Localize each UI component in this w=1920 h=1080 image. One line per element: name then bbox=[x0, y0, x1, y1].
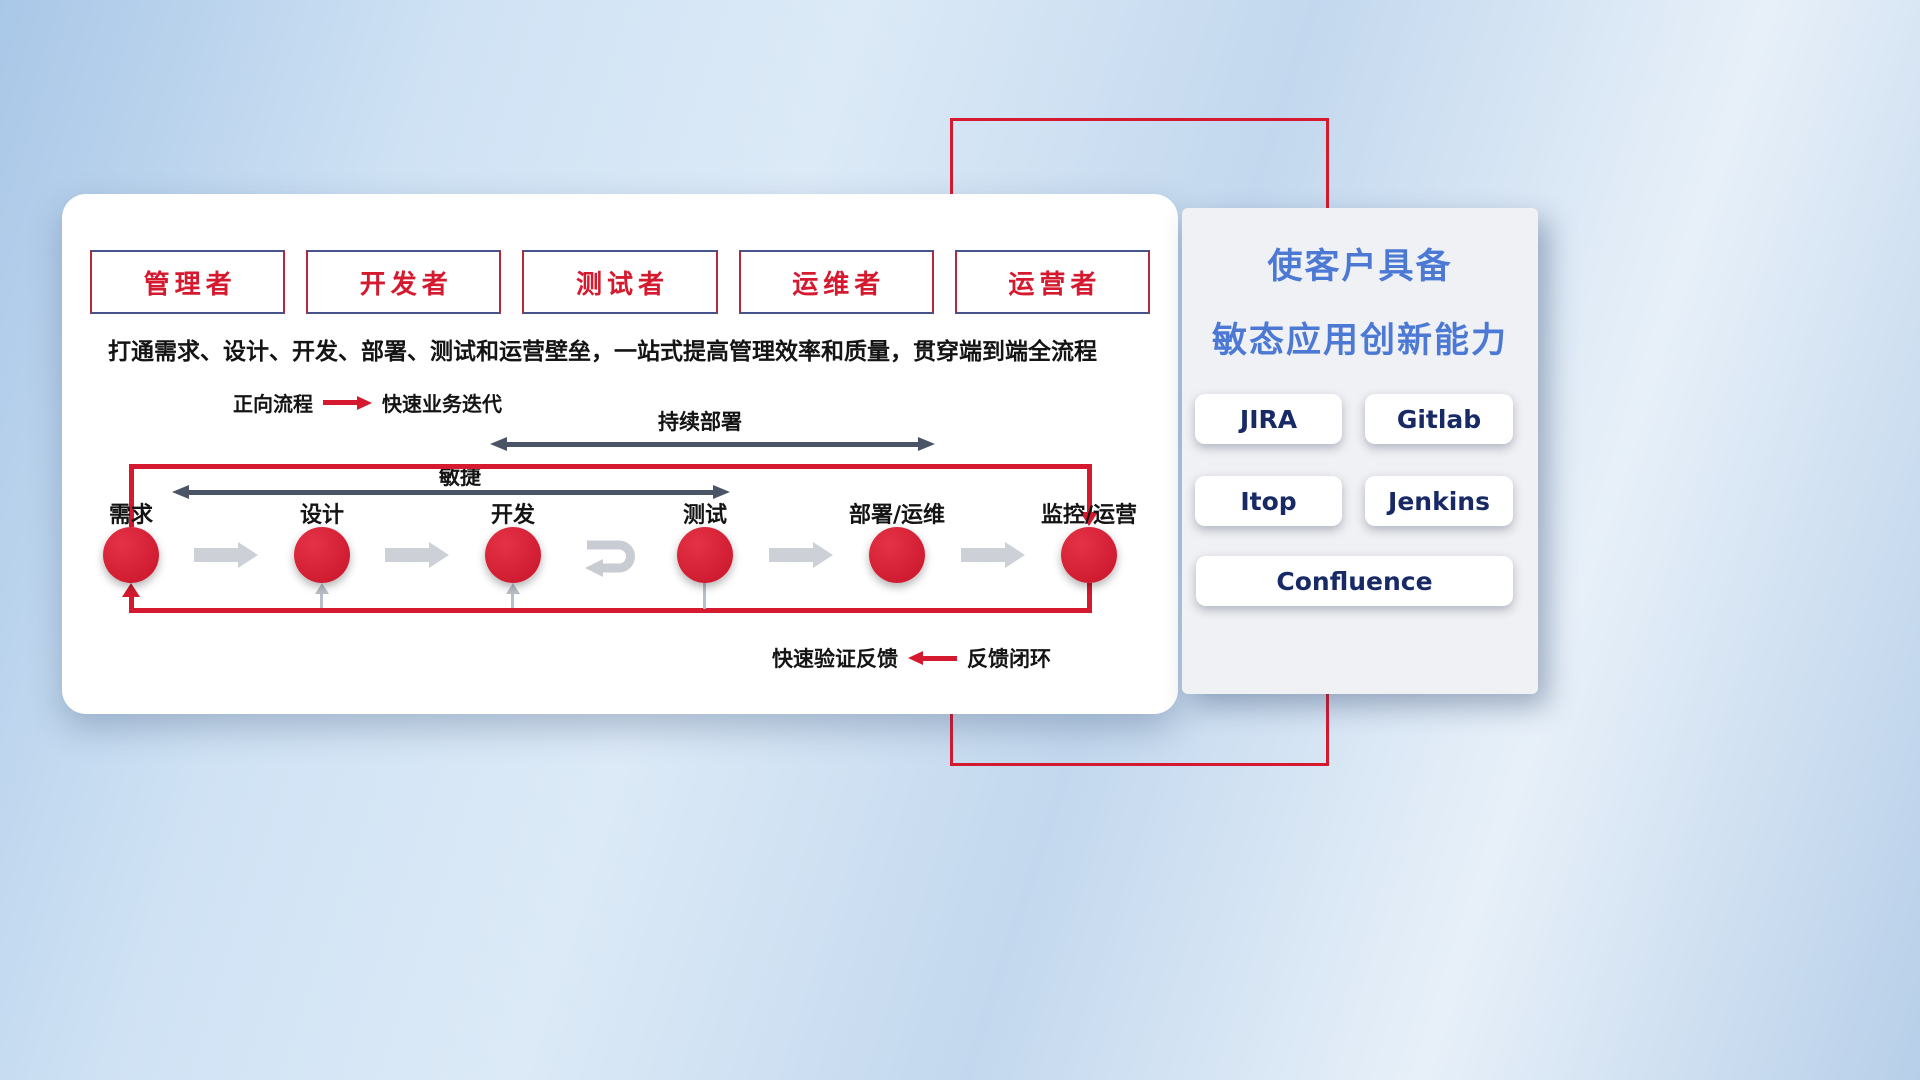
role-box-manager: 管理者 bbox=[90, 250, 286, 314]
stage-label-testing: 测试 bbox=[682, 503, 727, 528]
feedback-connector-dev-arrow-icon bbox=[506, 583, 520, 594]
panel-title-line2: 敏态应用创新能力 bbox=[1211, 321, 1508, 361]
stage-label-monitor-ops: 监控/运营 bbox=[1040, 503, 1138, 528]
feedback-loop-arrowhead-icon bbox=[122, 583, 140, 597]
stage-node-deploy-ops bbox=[869, 527, 925, 583]
tool-button-itop: Itop bbox=[1195, 476, 1342, 526]
forward-loop-right-line bbox=[1087, 464, 1092, 512]
stage-label-deploy-ops: 部署/运维 bbox=[848, 503, 946, 528]
forward-legend-desc: 快速业务迭代 bbox=[382, 392, 502, 416]
role-box-ops: 运维者 bbox=[738, 250, 934, 314]
forward-loop-left-line bbox=[129, 464, 134, 527]
forward-legend-label: 正向流程 bbox=[233, 392, 313, 416]
tool-button-confluence: Confluence bbox=[1196, 556, 1513, 606]
feedback-arrow-icon bbox=[908, 651, 957, 665]
cd-label: 持续部署 bbox=[658, 410, 742, 434]
feedback-legend-desc: 快速验证反馈 bbox=[772, 647, 898, 671]
role-box-developer: 开发者 bbox=[306, 250, 502, 314]
feedback-legend: 快速验证反馈 反馈闭环 bbox=[772, 643, 1051, 673]
stage-node-testing bbox=[677, 527, 733, 583]
role-label: 运维者 bbox=[792, 269, 886, 300]
flow-arrow-icon bbox=[961, 542, 1025, 568]
forward-legend: 正向流程 快速业务迭代 bbox=[233, 388, 502, 417]
tool-button-jira: JIRA bbox=[1195, 394, 1342, 444]
tool-button-jenkins: Jenkins bbox=[1365, 476, 1513, 526]
stage-node-monitor-ops bbox=[1061, 527, 1117, 583]
stage-label-design: 设计 bbox=[299, 503, 344, 528]
agile-label: 敏捷 bbox=[439, 465, 481, 489]
stage-node-development bbox=[485, 527, 541, 583]
feedback-connector-design-arrow-icon bbox=[315, 583, 329, 594]
role-label: 测试者 bbox=[576, 269, 670, 300]
forward-arrow-icon bbox=[323, 395, 372, 410]
flow-arrow-icon bbox=[769, 542, 833, 568]
feedback-loop-bottom-line bbox=[129, 608, 1092, 613]
forward-loop-arrowhead-icon bbox=[1080, 512, 1098, 526]
agile-double-arrow-icon bbox=[172, 485, 730, 499]
role-box-tester: 测试者 bbox=[522, 250, 718, 314]
feedback-loop-left-line bbox=[129, 597, 134, 608]
forward-loop-top-line bbox=[129, 464, 1092, 469]
cd-double-arrow-icon bbox=[490, 437, 935, 451]
card-subtitle: 打通需求、设计、开发、部署、测试和运营壁垒，一站式提高管理效率和质量，贯穿端到端… bbox=[108, 339, 1097, 365]
roles-row: 管理者 开发者 测试者 运维者 运营者 bbox=[90, 250, 1151, 314]
stage-label-requirements: 需求 bbox=[108, 503, 153, 528]
capability-panel: 使客户具备 敏态应用创新能力 JIRA Gitlab Itop Jenkins … bbox=[1182, 208, 1538, 694]
panel-title-line1: 使客户具备 bbox=[1267, 247, 1453, 287]
feedback-connector-design bbox=[320, 594, 323, 608]
feedback-connector-dev bbox=[511, 594, 514, 608]
tool-button-gitlab: Gitlab bbox=[1365, 394, 1513, 444]
flow-arrow-icon bbox=[194, 542, 258, 568]
role-box-operator: 运营者 bbox=[954, 250, 1151, 314]
flow-arrow-icon bbox=[385, 542, 449, 568]
feedback-legend-label: 反馈闭环 bbox=[967, 647, 1051, 671]
stage-label-development: 开发 bbox=[490, 503, 535, 528]
iterate-loop-icon bbox=[585, 540, 635, 577]
role-label: 开发者 bbox=[359, 269, 453, 300]
feedback-loop-right-line bbox=[1087, 583, 1092, 613]
stage-node-design bbox=[294, 527, 350, 583]
feedback-connector-test bbox=[703, 583, 706, 609]
role-label: 管理者 bbox=[143, 269, 237, 300]
devops-flow-card: 管理者 开发者 测试者 运维者 运营者 打通需求、设计、开发、部署、测试和运营壁… bbox=[62, 194, 1178, 714]
stage-node-requirements bbox=[103, 527, 159, 583]
role-label: 运营者 bbox=[1008, 269, 1102, 300]
